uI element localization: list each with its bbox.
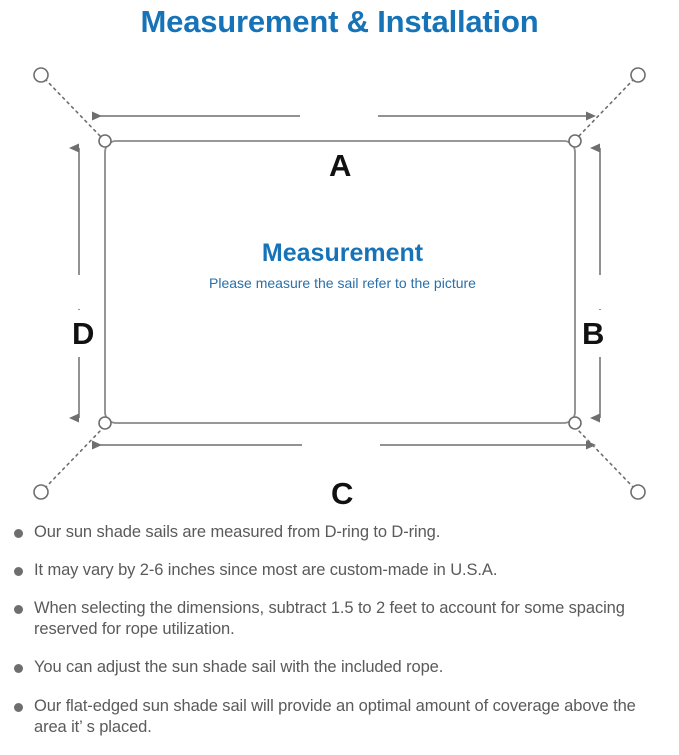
note-text: Our flat-edged sun shade sail will provi… — [34, 696, 636, 736]
rope-top-left — [44, 78, 102, 138]
dimension-label-d: D — [68, 310, 99, 357]
list-item: It may vary by 2-6 inches since most are… — [0, 560, 679, 581]
d-ring-bottom-right — [568, 416, 582, 430]
anchor-point-top-right — [630, 67, 646, 83]
rope-lines — [44, 78, 635, 489]
sail-body-outline — [104, 140, 576, 424]
sail-measurement-diagram: A B C D Measurement Please measure the s… — [0, 55, 679, 510]
d-ring-top-left — [98, 134, 112, 148]
dimension-label-a: A — [320, 150, 361, 181]
rope-top-right — [577, 78, 635, 138]
d-ring-bottom-left — [98, 416, 112, 430]
anchor-point-bottom-right — [630, 484, 646, 500]
note-text: You can adjust the sun shade sail with t… — [34, 658, 444, 677]
diagram-svg — [33, 67, 646, 500]
list-item: You can adjust the sun shade sail with t… — [0, 657, 679, 678]
list-item: Our sun shade sails are measured from D-… — [0, 522, 679, 543]
measurement-caption: Measurement Please measure the sail refe… — [110, 239, 575, 291]
list-item: Our flat-edged sun shade sail will provi… — [0, 696, 679, 738]
measurement-heading: Measurement — [261, 239, 424, 267]
page-title: Measurement & Installation — [140, 4, 539, 39]
measurement-subtext: Please measure the sail refer to the pic… — [209, 274, 476, 291]
dimension-label-b: B — [578, 310, 609, 357]
bullet-icon — [14, 529, 23, 538]
rope-bottom-left — [44, 429, 102, 489]
d-ring-top-right — [568, 134, 582, 148]
anchor-point-bottom-left — [33, 484, 49, 500]
rope-bottom-right — [577, 429, 635, 489]
note-text: When selecting the dimensions, subtract … — [34, 599, 625, 639]
bullet-icon — [14, 567, 23, 577]
bullet-icon — [14, 702, 23, 712]
anchor-points — [33, 67, 646, 500]
d-rings — [98, 134, 582, 430]
dimension-label-c: C — [322, 478, 363, 509]
list-item: When selecting the dimensions, subtract … — [0, 598, 679, 640]
note-text: Our sun shade sails are measured from D-… — [34, 523, 441, 541]
note-text: It may vary by 2-6 inches since most are… — [34, 561, 498, 580]
bullet-icon — [14, 664, 23, 674]
bullet-icon — [14, 605, 23, 615]
notes-list: Our sun shade sails are measured from D-… — [0, 522, 679, 755]
anchor-point-top-left — [33, 67, 49, 83]
